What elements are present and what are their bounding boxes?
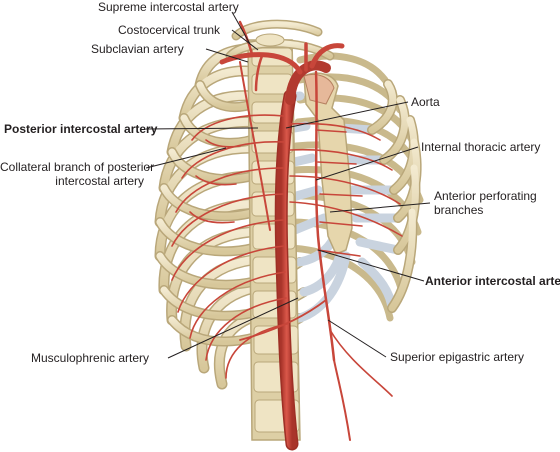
label-costocervical-trunk: Costocervical trunk	[118, 23, 221, 37]
label-supreme-intercostal-artery: Supreme intercostal artery	[98, 0, 239, 14]
right-ribs	[367, 79, 422, 313]
label-anterior-perforating-line2: branches	[434, 203, 484, 217]
label-collateral-branch-line1: Collateral branch of posterior	[0, 160, 155, 174]
label-internal-thoracic-artery: Internal thoracic artery	[421, 140, 541, 154]
label-anterior-intercostal-artery: Anterior intercostal artery	[425, 274, 560, 288]
label-superior-epigastric-artery: Superior epigastric artery	[390, 350, 525, 364]
label-subclavian-artery: Subclavian artery	[91, 42, 184, 56]
intercostal-arteries	[171, 114, 403, 379]
leader-lines	[145, 11, 431, 359]
label-aorta: Aorta	[411, 95, 440, 109]
label-collateral-branch-line2: intercostal artery	[55, 174, 144, 188]
label-musculophrenic-artery: Musculophrenic artery	[31, 351, 150, 365]
label-posterior-intercostal-artery: Posterior intercostal artery	[4, 122, 158, 136]
label-anterior-perforating-line1: Anterior perforating	[434, 189, 537, 203]
